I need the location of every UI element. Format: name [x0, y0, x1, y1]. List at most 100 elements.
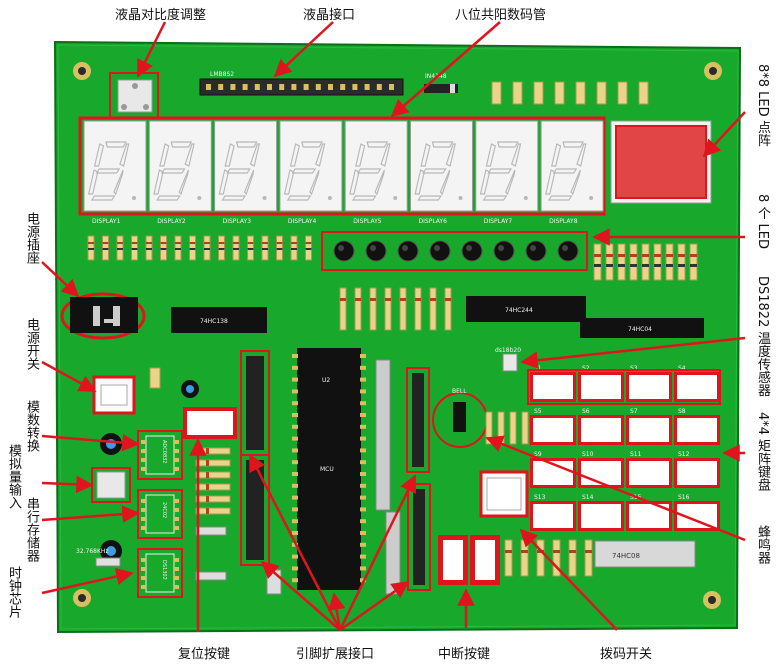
keypad-key: S14: [578, 494, 624, 531]
display-label: DISPLAY7: [484, 218, 513, 225]
svg-text:24C02: 24C02: [161, 502, 167, 518]
svg-text:ds18b20: ds18b20: [495, 347, 521, 354]
eeprom-chip: 24C02: [137, 489, 183, 539]
arrow-pin-d: [339, 580, 410, 632]
label-serial-mem: 串行存储器: [24, 497, 39, 562]
arrow-buzzer: [485, 435, 746, 542]
led-matrix: [610, 120, 712, 204]
seven-seg-digit: [410, 120, 473, 212]
led: [365, 240, 387, 262]
arrow-pin-e: [338, 474, 417, 631]
arrow-7seg: [390, 21, 501, 118]
display-label: DISPLAY4: [288, 218, 317, 225]
svg-text:U2: U2: [322, 377, 330, 384]
display-label: DISPLAY8: [549, 218, 578, 225]
dip-switch: [479, 470, 529, 518]
arrow-power-switch: [41, 360, 97, 393]
led: [333, 240, 355, 262]
keypad-key-label: S5: [534, 408, 542, 415]
arrow-adc: [41, 433, 140, 452]
arrow-power-jack: [41, 261, 80, 298]
callout-arrows: [41, 21, 746, 632]
label-dip: 拨码开关: [600, 647, 653, 662]
keypad-key-label: S16: [678, 494, 690, 501]
keypad-key-label: S13: [534, 494, 546, 501]
analog-input-pot: [91, 467, 131, 503]
label-leds: 8 个 LED: [755, 194, 770, 250]
arrow-lcd-port: [273, 21, 334, 78]
svg-text:74HC08: 74HC08: [612, 552, 640, 560]
chip-u4: 74HC138: [171, 307, 267, 333]
label-ds1822: DS1822 温度传感器: [755, 276, 770, 397]
temp-sensor: ds18b20: [495, 347, 521, 372]
led: [429, 240, 451, 262]
label-pin-ext: 引脚扩展接口: [296, 647, 375, 662]
svg-text:74HC244: 74HC244: [505, 307, 533, 314]
led: [525, 240, 547, 262]
label-lcd-port: 液晶接口: [303, 8, 356, 23]
keypad-key: S3: [626, 365, 672, 402]
seven-seg-group: [78, 116, 606, 216]
keypad-key: S12: [674, 451, 720, 488]
chip-u3: 74HC244: [466, 296, 586, 322]
seven-seg-digit: [475, 120, 539, 212]
interrupt-buttons: [438, 535, 500, 585]
chip-u5: 74HC04: [580, 318, 704, 338]
mcu-chip: U2 MCU: [292, 348, 366, 590]
keypad-key: S11: [626, 451, 672, 488]
label-clock-chip: 时钟芯片: [6, 566, 21, 618]
right-resistor-array: [339, 243, 698, 331]
seven-seg-digit: [279, 120, 343, 212]
keypad-key-label: S7: [630, 408, 638, 415]
bottom-parts: [485, 411, 593, 577]
mounting-holes: [73, 62, 722, 609]
svg-text:74HC138: 74HC138: [200, 318, 228, 325]
keypad-key-label: S14: [582, 494, 594, 501]
resistor-row: [87, 235, 312, 261]
keypad-key: S6: [578, 408, 624, 445]
keypad-key-label: S6: [582, 408, 590, 415]
label-seven-seg: 八位共阳数码管: [455, 8, 547, 23]
keypad-key-label: S10: [582, 451, 594, 458]
crystal: 32.768KHz: [76, 548, 121, 567]
rtc-chip: DS1302: [137, 548, 183, 598]
svg-text:MCU: MCU: [320, 466, 334, 473]
seven-seg-digit: [83, 120, 147, 212]
top-small-parts: [491, 81, 649, 105]
label-analog-in: 模拟量输入: [6, 444, 21, 509]
label-lcd-contrast: 液晶对比度调整: [115, 8, 207, 23]
pin-headers: [240, 350, 431, 595]
power-jack: [60, 292, 146, 340]
display-label: DISPLAY6: [419, 218, 448, 225]
label-buzzer: 蜂鸣器: [755, 525, 770, 564]
keypad-key-label: S2: [582, 365, 590, 372]
seven-seg-digit: [148, 120, 212, 212]
arrow-pin-c: [327, 592, 346, 631]
svg-text:32.768KHz: 32.768KHz: [76, 548, 109, 555]
chip-u6: 74HC08: [594, 540, 696, 568]
keypad-key: S4: [674, 365, 720, 402]
keypad-key-label: S4: [678, 365, 686, 372]
label-power-jack: 电源插座: [24, 212, 39, 264]
keypad-key: S5: [530, 408, 576, 445]
keypad-key-label: S11: [630, 451, 642, 458]
label-interrupt: 中断按键: [438, 647, 491, 662]
keypad-key-label: S8: [678, 408, 686, 415]
led-group: [321, 231, 588, 271]
arrow-eeprom: [41, 505, 140, 523]
lcd-header: LMB8S2: [199, 71, 404, 96]
adc-chip: ADC0832: [137, 430, 183, 480]
keypad-key-label: S12: [678, 451, 690, 458]
arrow-ds1822: [520, 336, 746, 370]
arrow-dip: [519, 528, 618, 631]
display-label: DISPLAY1: [92, 218, 121, 225]
led: [397, 240, 419, 262]
label-keypad: 4*4 矩阵键盘: [755, 412, 770, 492]
led: [557, 240, 579, 262]
keypad-key-label: S9: [534, 451, 542, 458]
keypad-key: S13: [530, 494, 576, 531]
keypad-key: S7: [626, 408, 672, 445]
